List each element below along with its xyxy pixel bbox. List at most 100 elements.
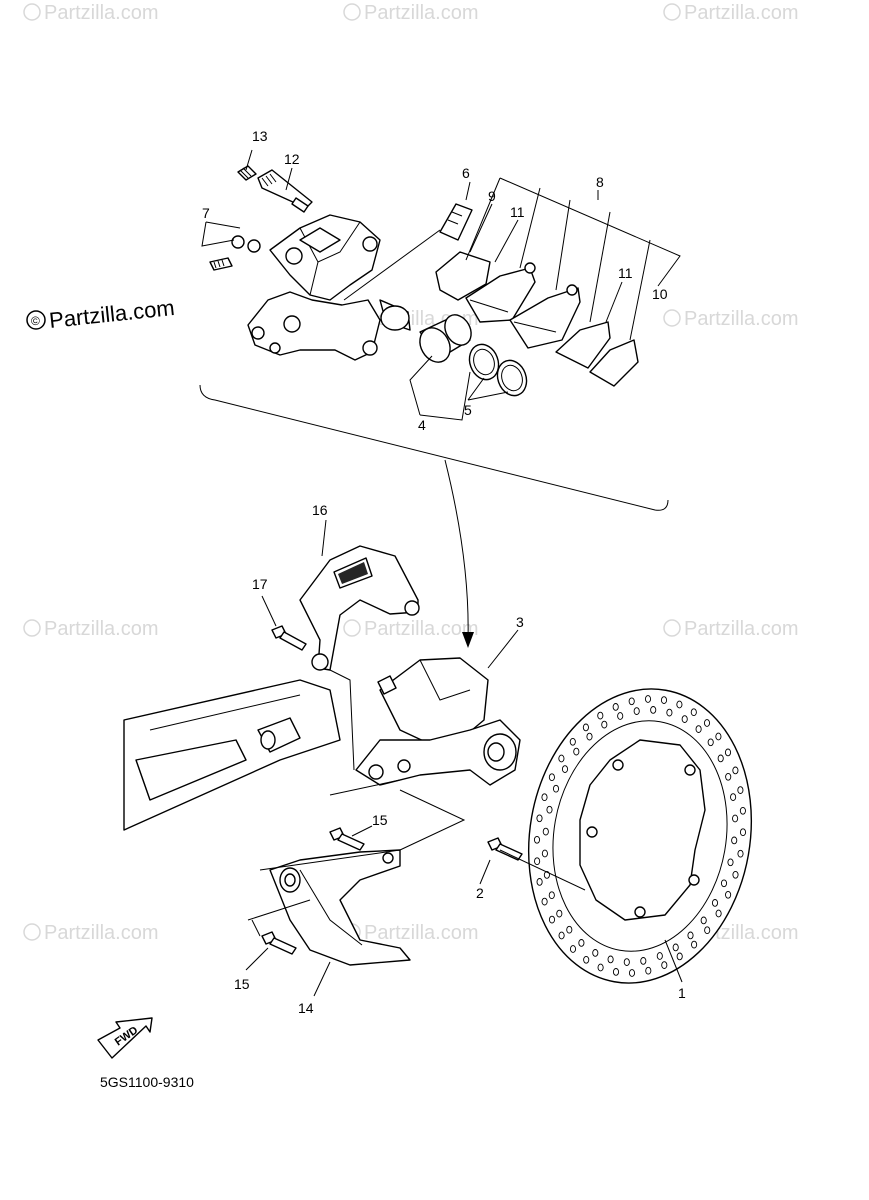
svg-text:Partzilla.com: Partzilla.com [44, 922, 158, 944]
disc-hole [695, 725, 702, 733]
disc-hole [612, 968, 620, 976]
callout-12: 12 [284, 151, 300, 167]
disc-hole [676, 700, 683, 709]
disc-hole [717, 754, 724, 763]
disc-guard-14 [269, 849, 411, 966]
watermark-layer: Partzilla.com Partzilla.com Partzilla.co… [23, 2, 798, 944]
callout-10: 10 [652, 286, 668, 302]
assembly-bracket-line [199, 384, 669, 511]
disc-hole [569, 737, 576, 746]
pad-spring [439, 203, 473, 241]
pad-shim-9 [435, 251, 491, 301]
disc-hole [582, 723, 589, 732]
svg-text:Partzilla.com: Partzilla.com [364, 922, 478, 944]
callout-11b: 11 [618, 265, 633, 281]
disc-hole [628, 969, 636, 977]
disc-hole [739, 806, 746, 815]
watermark-primary: © Partzilla.com [26, 295, 176, 333]
svg-text:Partzilla.com: Partzilla.com [364, 2, 478, 24]
disc-hole [711, 899, 719, 907]
watermark: Partzilla.com [23, 2, 158, 24]
disc-hole [691, 940, 698, 949]
watermark: Partzilla.com [23, 922, 158, 944]
disc-hole [601, 720, 608, 729]
disc-hole [541, 849, 548, 858]
diagram-code: 5GS1100-9310 [100, 1074, 194, 1090]
disc-hole [650, 706, 657, 714]
disc-hole [534, 857, 541, 866]
disc-bolt [487, 837, 523, 861]
disc-hole [536, 814, 543, 823]
callout-2: 2 [476, 885, 484, 901]
piston-seal [468, 343, 528, 397]
svg-text:Partzilla.com: Partzilla.com [364, 618, 478, 640]
disc-hole [612, 703, 619, 711]
callout-4: 4 [418, 417, 426, 433]
watermark: Partzilla.com [663, 618, 798, 640]
svg-text:Partzilla.com: Partzilla.com [44, 618, 158, 640]
disc-hole [681, 715, 688, 723]
svg-text:Partzilla.com: Partzilla.com [684, 618, 798, 640]
disc-hole [546, 805, 553, 814]
callout-15b: 15 [234, 976, 250, 992]
bolt-7 [209, 235, 261, 271]
disc-hole [725, 890, 732, 899]
fwd-arrow-icon: FWD [97, 1017, 153, 1059]
disc-hole [548, 773, 555, 782]
disc-hole [633, 707, 640, 715]
piston [379, 299, 472, 363]
disc-hole [739, 828, 747, 837]
disc-hole [687, 931, 694, 940]
watermark: Partzilla.com [343, 618, 478, 640]
brake-pad-inner [465, 262, 536, 323]
watermark: Partzilla.com [663, 2, 798, 24]
svg-text:Partzilla.com: Partzilla.com [684, 2, 798, 24]
disc-hole [720, 879, 728, 888]
svg-text:©: © [31, 314, 40, 328]
brake-disc [527, 688, 753, 984]
disc-hole [737, 786, 744, 794]
watermark: Partzilla.com [343, 2, 478, 24]
callout-14: 14 [298, 1000, 314, 1016]
disc-hole [660, 696, 668, 704]
disc-hole [548, 891, 555, 900]
callout-1: 1 [678, 985, 686, 1001]
bolt-15-upper [329, 827, 365, 851]
watermark: Partzilla.com [23, 618, 158, 640]
disc-hole [578, 939, 585, 947]
disc-hole [700, 916, 707, 925]
disc-hole [597, 711, 604, 720]
caliper-guard-16 [299, 545, 420, 671]
caliper-assembled [355, 657, 521, 786]
callout-8: 8 [596, 174, 604, 190]
disc-hole [583, 955, 590, 964]
callouts: 1 2 3 4 5 6 7 8 9 10 11 11 12 13 14 15 1… [202, 128, 686, 1016]
callout-17: 17 [252, 576, 268, 592]
disc-hole [644, 695, 652, 703]
callout-3: 3 [516, 614, 524, 630]
disc-hole [569, 945, 577, 953]
disc-hole [676, 952, 683, 961]
disc-hole [617, 712, 624, 720]
disc-hole [645, 966, 652, 975]
disc-hole [556, 909, 563, 918]
callout-11a: 11 [510, 204, 525, 220]
disc-hole [666, 708, 673, 717]
disc-hole [558, 754, 565, 763]
callout-7: 7 [202, 205, 210, 221]
caliper-exploded-assembly [209, 165, 639, 397]
disc-hole [566, 925, 573, 934]
disc-hole [541, 793, 548, 802]
callout-9: 9 [488, 188, 496, 204]
disc-hole [672, 943, 679, 952]
disc-hole [661, 961, 668, 969]
svg-text:Partzilla.com: Partzilla.com [48, 295, 176, 333]
pad-pin [257, 169, 313, 213]
disc-hole [628, 697, 635, 706]
bolt-17 [271, 625, 307, 651]
disc-hole [597, 963, 604, 972]
disc-hole [561, 765, 569, 773]
disc-hole [533, 835, 541, 844]
disc-hole [737, 849, 744, 858]
